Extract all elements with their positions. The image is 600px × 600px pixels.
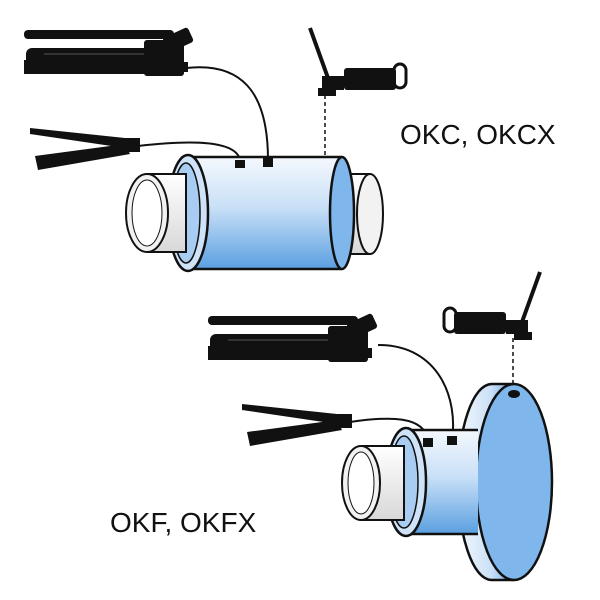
bottom-coupling-assembly: OKF, OKFX xyxy=(110,271,554,582)
top-pump-hose xyxy=(185,66,269,161)
bottom-oil-fittings xyxy=(423,436,457,447)
bottom-shaft-left xyxy=(341,445,405,521)
oil-injector-icon xyxy=(242,404,352,446)
top-shaft-left xyxy=(125,173,187,253)
top-coupling-assembly: OKC, OKCX xyxy=(24,27,556,273)
air-vent-plug-icon xyxy=(308,27,408,96)
hand-pump-icon xyxy=(24,27,194,76)
top-injector-hose xyxy=(137,141,241,161)
top-coupling-label: OKC, OKCX xyxy=(400,119,556,150)
bottom-pump-hose xyxy=(377,344,454,441)
hand-pump-icon xyxy=(208,313,378,362)
bottom-coupling-label: OKF, OKFX xyxy=(110,507,257,538)
air-vent-plug-icon xyxy=(442,271,542,340)
oil-injector-icon xyxy=(30,128,140,170)
top-oil-fittings xyxy=(235,158,273,168)
top-coupling-sleeve xyxy=(166,153,356,273)
bottom-flange xyxy=(456,382,554,582)
